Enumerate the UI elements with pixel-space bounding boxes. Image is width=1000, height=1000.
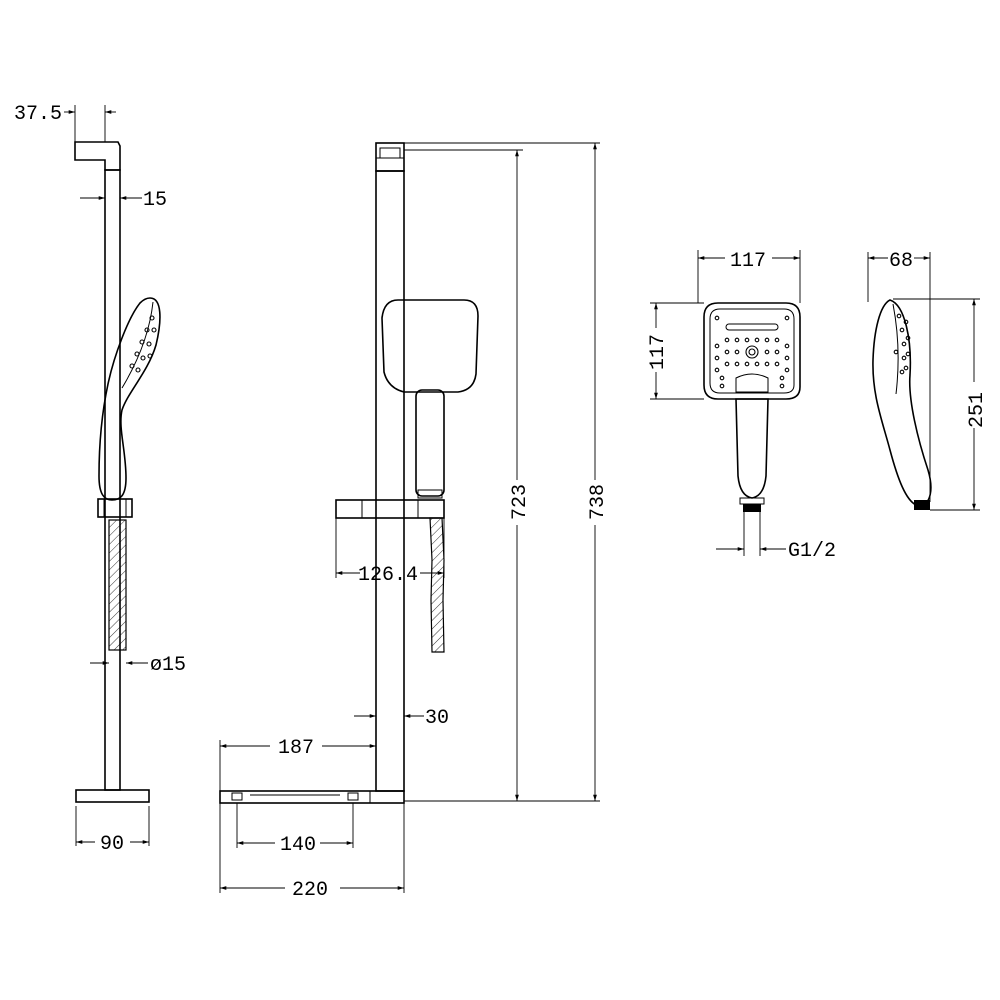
dim-head-height: 117 xyxy=(647,334,670,370)
side-hose xyxy=(108,519,127,651)
head-side-connector xyxy=(914,500,930,510)
dim-rail-height-total: 738 xyxy=(587,484,610,520)
front-view: 723 738 126.4 30 187 140 220 xyxy=(219,142,610,902)
dim-shower-length: 251 xyxy=(966,392,989,428)
shelf xyxy=(219,790,405,804)
front-head xyxy=(381,299,479,393)
dim-base-width: 90 xyxy=(100,833,124,856)
dim-holder-reach: 126.4 xyxy=(358,564,418,587)
side-nozzles xyxy=(129,315,157,373)
dim-hose-diameter: ø15 xyxy=(150,654,186,677)
side-handset xyxy=(98,297,161,501)
head-face xyxy=(703,302,801,400)
top-bracket xyxy=(74,141,121,171)
head-side-body xyxy=(872,299,932,506)
side-rail xyxy=(104,169,121,791)
side-base xyxy=(75,789,150,803)
dim-head-width: 117 xyxy=(730,250,766,273)
side-view: 37.5 15 ø15 90 xyxy=(14,103,186,856)
dim-shelf-offset: 187 xyxy=(278,737,314,760)
dim-rail-width-side: 15 xyxy=(143,189,167,212)
front-hose xyxy=(429,517,445,653)
dim-shelf-width: 220 xyxy=(292,879,328,902)
dim-shelf-hole-spacing: 140 xyxy=(280,834,316,857)
head-nozzles xyxy=(714,315,790,389)
front-holder xyxy=(335,499,445,519)
side-holder xyxy=(97,498,133,518)
head-handle xyxy=(735,398,769,499)
dim-head-depth: 68 xyxy=(889,250,913,273)
dim-rail-width-front: 30 xyxy=(425,707,449,730)
front-handle xyxy=(415,389,445,497)
dim-thread-size: G1/2 xyxy=(788,540,836,563)
front-rail xyxy=(375,170,405,792)
head-front-view: 117 117 G1/2 xyxy=(647,250,836,563)
head-side-nozzles xyxy=(893,313,911,375)
head-connector xyxy=(743,504,761,512)
dim-top-bracket-offset: 37.5 xyxy=(14,103,62,126)
head-side-view: 68 251 xyxy=(867,250,989,511)
dim-rail-height-inner: 723 xyxy=(509,484,532,520)
